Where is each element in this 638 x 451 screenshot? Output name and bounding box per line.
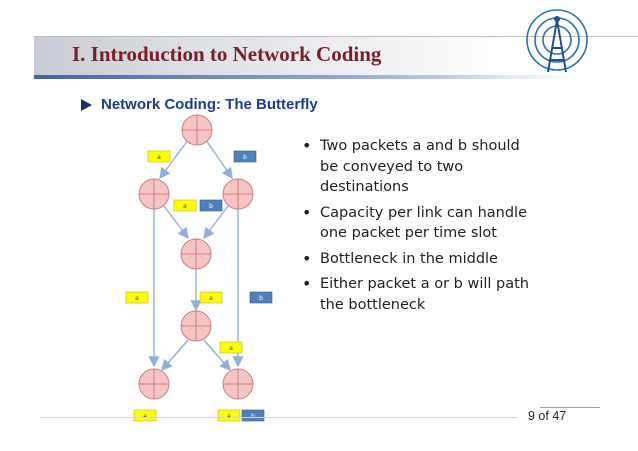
svg-text:b: b: [251, 413, 255, 420]
svg-text:a: a: [227, 413, 231, 420]
title-banner: [34, 36, 638, 79]
svg-text:b: b: [209, 203, 213, 210]
bullet-item: Bottleneck in the middle: [300, 249, 530, 270]
footer-divider: [40, 417, 518, 418]
packet-a-source-left: a: [147, 150, 171, 163]
svg-text:a: a: [209, 295, 213, 302]
svg-text:a: a: [229, 345, 233, 352]
packet-b-right-middle: b: [199, 199, 223, 212]
antenna-tower-logo-icon: [526, 9, 588, 73]
node-relay: [180, 310, 212, 342]
butterfly-network-diagram: a b a b a a b a a a b: [125, 114, 273, 422]
edge-relay-dest2: [203, 339, 231, 372]
packet-a-relay: a: [219, 341, 243, 354]
bullet-list: Two packets a and b should be conveyed t…: [300, 136, 530, 320]
packet-a-bottleneck: a: [199, 291, 223, 304]
packet-b-source-right: b: [233, 150, 257, 163]
edge-relay-dest1: [161, 339, 189, 372]
bullet-item: Either packet a or b will path the bottl…: [300, 274, 530, 315]
node-bottleneck: [180, 238, 212, 270]
svg-text:a: a: [157, 154, 161, 161]
bullet-item: Two packets a and b should be conveyed t…: [300, 136, 530, 198]
node-source: [181, 114, 213, 146]
node-destination-1: [138, 368, 170, 400]
svg-text:a: a: [143, 413, 147, 420]
footer-divider-right: [540, 407, 600, 408]
packet-a-destination-1: a: [133, 409, 157, 422]
packet-a-left-path: a: [125, 291, 149, 304]
packet-b-destination-2: b: [241, 409, 265, 422]
edge-source-left: [159, 139, 189, 180]
svg-text:a: a: [183, 203, 187, 210]
triangle-right-icon: [81, 98, 92, 111]
slide-title: I. Introduction to Network Coding: [72, 42, 382, 66]
edge-source-right: [205, 139, 233, 180]
svg-text:b: b: [259, 295, 263, 302]
svg-text:b: b: [243, 154, 247, 161]
bullet-item: Capacity per link can handle one packet …: [300, 203, 530, 244]
edge-left-middle: [163, 205, 189, 240]
packet-b-right-path: b: [249, 291, 273, 304]
svg-text:a: a: [135, 295, 139, 302]
subtitle-row: Network Coding: The Butterfly: [81, 96, 318, 113]
node-left: [138, 178, 170, 210]
packet-a-destination-2: a: [217, 409, 241, 422]
packet-a-left-middle: a: [173, 199, 197, 212]
node-right: [222, 178, 254, 210]
slide-subtitle: Network Coding: The Butterfly: [101, 96, 318, 113]
edge-right-middle: [203, 205, 229, 240]
page-number: 9 of 47: [528, 409, 567, 423]
node-destination-2: [222, 368, 254, 400]
